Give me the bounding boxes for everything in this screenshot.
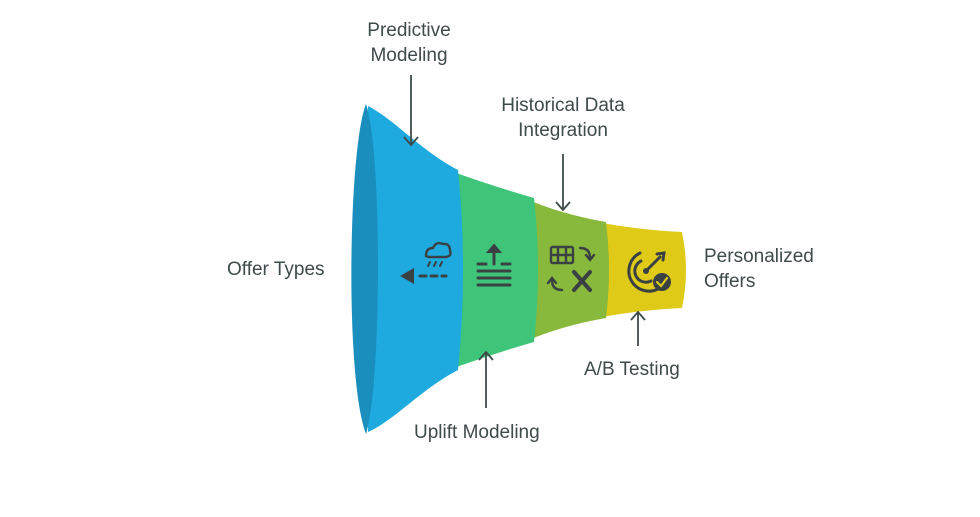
arrow-ab-testing (630, 310, 646, 346)
funnel-segment-predictive-modeling (368, 106, 463, 432)
funnel-segment-historical-data (524, 198, 609, 342)
funnel-rim (351, 104, 378, 434)
label-personalized-line1: Personalized (704, 246, 814, 267)
label-personalized-line2: Offers (704, 271, 756, 292)
funnel-segment-personalized-offers (596, 222, 686, 318)
label-uplift-modeling: Uplift Modeling (414, 422, 540, 443)
label-offer-types: Offer Types (227, 259, 325, 280)
target-check-icon (627, 251, 671, 293)
label-historical-line1: Historical Data (501, 95, 625, 116)
table-transform-icon (546, 245, 596, 292)
label-predictive-line1: Predictive (367, 20, 451, 41)
label-ab-testing: A/B Testing (584, 359, 680, 380)
arrow-predictive-modeling (403, 75, 419, 147)
upload-lines-icon (476, 243, 512, 287)
label-predictive-modeling: Predictive Modeling (344, 18, 474, 68)
arrow-historical-data (555, 154, 571, 212)
label-historical-data-integration: Historical Data Integration (480, 93, 646, 143)
label-personalized-offers: Personalized Offers (704, 244, 814, 294)
arrow-uplift-modeling (478, 350, 494, 408)
label-predictive-line2: Modeling (370, 45, 448, 66)
label-historical-line2: Integration (518, 120, 608, 141)
rain-forecast-icon (400, 241, 452, 284)
